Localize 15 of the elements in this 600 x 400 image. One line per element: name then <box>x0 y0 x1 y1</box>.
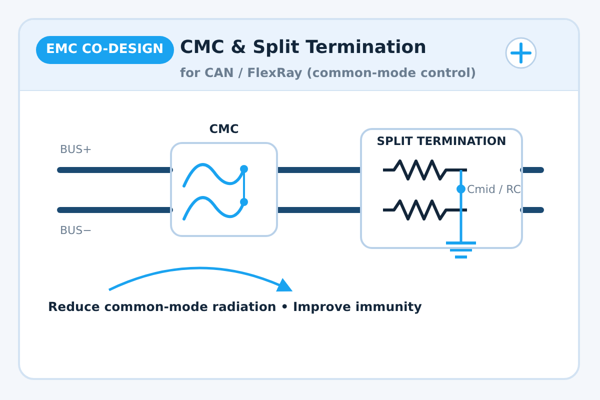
node-heading: CMC <box>208 122 240 136</box>
signal-label: BUS− <box>60 224 92 237</box>
bus-wire <box>278 167 360 173</box>
bus-wire <box>520 167 544 173</box>
bus-wire <box>520 207 544 213</box>
caption: Reduce common-mode radiation • Improve immunity <box>48 299 422 314</box>
subtitle: for CAN / FlexRay (common-mode control) <box>180 65 476 80</box>
bus-wire <box>57 167 173 173</box>
signal-label: BUS+ <box>60 143 92 156</box>
node-heading: SPLIT TERMINATION <box>376 134 508 148</box>
badge: EMC CO-DESIGN <box>36 36 174 64</box>
bus-wire <box>57 207 173 213</box>
node-label: Cmid / RC <box>467 183 521 196</box>
bus-wire <box>278 207 360 213</box>
title: CMC & Split Termination <box>180 37 426 58</box>
